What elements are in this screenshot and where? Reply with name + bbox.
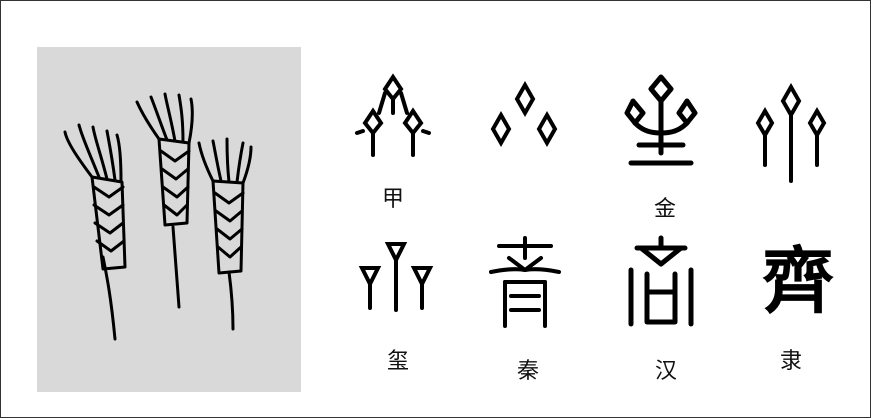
glyph-clerical: 齊 (753, 241, 843, 321)
caption-seal: 玺 (378, 343, 418, 375)
caption-bronze: 金 (645, 191, 685, 223)
wheat-ear-left (65, 125, 125, 339)
glyph-seal (356, 238, 436, 318)
glyph-han (621, 234, 701, 334)
caption-clerical: 隶 (771, 343, 811, 375)
glyph-bronze (621, 71, 701, 181)
caption-han: 汉 (646, 353, 686, 385)
clerical-character: 齊 (753, 241, 843, 321)
wheat-illustration-panel (37, 47, 301, 392)
wheat-ears-drawing (37, 47, 301, 392)
glyph-oracle-bone (353, 73, 433, 163)
wheat-ear-right (199, 139, 251, 329)
wheat-ear-middle (137, 94, 192, 307)
glyph-three-stalks (751, 83, 831, 183)
glyph-qin (485, 234, 565, 334)
glyph-three-diamonds (485, 81, 565, 156)
caption-qin: 秦 (508, 353, 548, 385)
caption-oracle-bone: 甲 (373, 181, 413, 213)
